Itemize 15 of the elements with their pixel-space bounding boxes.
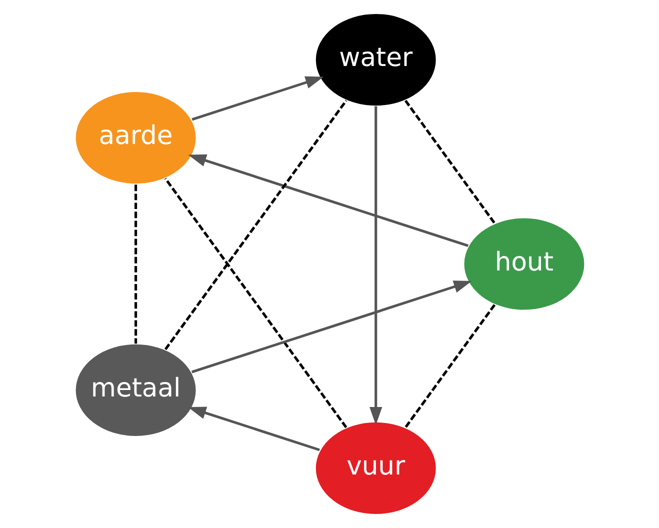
arrow <box>191 76 324 121</box>
node-ellipse: aarde <box>74 90 197 185</box>
node-ellipse: metaal <box>74 343 197 438</box>
node-ellipse: water <box>314 12 437 107</box>
connector <box>404 304 496 428</box>
connector <box>404 100 496 224</box>
node-ellipse: hout <box>462 216 585 312</box>
node-ellipse: vuur <box>314 421 437 516</box>
connector <box>164 100 347 350</box>
connector <box>134 184 137 344</box>
arrow <box>190 280 472 374</box>
arrow <box>187 406 320 452</box>
connector <box>164 178 347 428</box>
arrow <box>188 154 468 248</box>
arrow <box>369 106 382 426</box>
